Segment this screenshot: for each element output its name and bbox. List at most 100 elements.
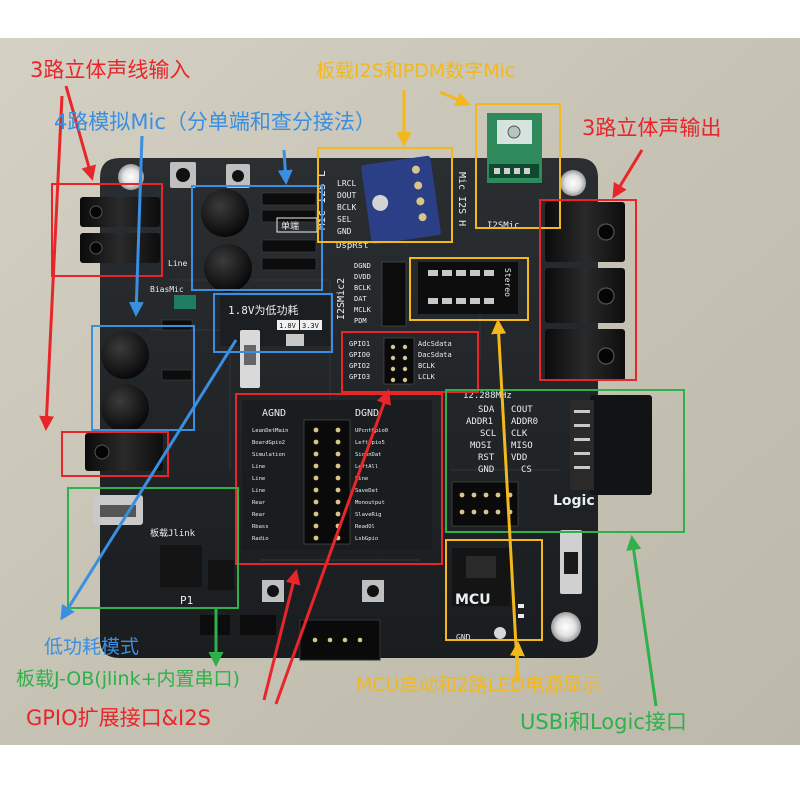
svg-text:DGND: DGND xyxy=(354,262,371,270)
arrow-line-in-2 xyxy=(39,95,64,431)
svg-text:UPcntGpio0: UPcntGpio0 xyxy=(355,428,388,434)
bias-jumper xyxy=(174,295,196,309)
svg-text:LeftAll: LeftAll xyxy=(355,464,378,470)
svg-text:SEL: SEL xyxy=(337,215,352,224)
low-power-label: 1.8V为低功耗 xyxy=(228,304,299,317)
logic-label: Logic xyxy=(553,493,595,509)
i2s-mic2-label: I2SMic2 xyxy=(336,278,347,320)
dsp-rst-label: DspRst xyxy=(336,241,369,251)
svg-text:GND: GND xyxy=(478,465,494,475)
arrow-analog-mic-2 xyxy=(277,149,293,185)
svg-text:PDM: PDM xyxy=(354,317,367,325)
analog-mic-1 xyxy=(201,189,249,237)
dgnd-label: DGND xyxy=(355,408,379,419)
caption-mcu: MCU启动和2路LED电源显示 xyxy=(356,674,601,696)
svg-text:SCL: SCL xyxy=(480,429,496,439)
svg-text:ReadOl: ReadOl xyxy=(355,524,375,530)
box-mcu xyxy=(445,539,543,641)
svg-text:Rear: Rear xyxy=(252,500,266,506)
svg-text:BoardGpio2: BoardGpio2 xyxy=(252,440,285,446)
svg-text:LeanDetMain: LeanDetMain xyxy=(252,428,288,434)
svg-text:SDA: SDA xyxy=(478,405,495,415)
svg-text:AdcSdata: AdcSdata xyxy=(418,340,452,348)
svg-text:SlaveRig: SlaveRig xyxy=(355,512,382,518)
mic-i2s-right-label: Mic I2S H xyxy=(456,172,467,226)
svg-text:DacSdata: DacSdata xyxy=(418,351,452,359)
voltage-1v8: 1.8V xyxy=(279,322,297,330)
usbi-pin-labels: SDA COUT ADDR1 ADDR0 SCL CLK MOSI MISO R… xyxy=(466,405,538,475)
caption-line-out: 3路立体声输出 xyxy=(582,116,722,140)
box-line-in-top xyxy=(51,183,163,277)
svg-text:Rbass: Rbass xyxy=(252,524,269,530)
svg-text:DVDD: DVDD xyxy=(354,273,371,281)
gnd-test-point xyxy=(494,627,506,639)
box-digital-mic-pdm xyxy=(475,103,561,229)
box-analog-mic-left xyxy=(91,325,195,431)
mic2-pin-labels: DGND DVDD BCLK DAT MCLK PDM xyxy=(354,262,372,325)
jlink-chip xyxy=(160,545,202,587)
arrow-gpio-2 xyxy=(274,389,392,705)
svg-text:BCLK: BCLK xyxy=(418,362,436,370)
arrow-mcu-2 xyxy=(509,641,525,683)
svg-text:Monoutput: Monoutput xyxy=(355,500,385,506)
line-out-jack-2 xyxy=(545,268,625,323)
box-line-out xyxy=(539,199,637,381)
mcu-leds xyxy=(518,604,524,618)
svg-text:LRCL: LRCL xyxy=(337,179,356,188)
svg-text:MISO: MISO xyxy=(511,441,533,451)
svg-text:Line: Line xyxy=(252,476,265,482)
svg-text:BCLK: BCLK xyxy=(337,203,356,212)
line-in-jack-3 xyxy=(85,433,163,471)
agnd-label: AGND xyxy=(262,408,286,419)
usbi-connector-pins xyxy=(574,410,590,469)
usbi-connector xyxy=(590,395,652,495)
left-header-pin-labels: LeanDetMain BoardGpio2 Simulation Line L… xyxy=(252,428,288,542)
svg-text:Simulation: Simulation xyxy=(252,452,285,458)
mounting-hole-top-right xyxy=(560,170,586,196)
svg-text:GPIO2: GPIO2 xyxy=(349,362,370,370)
svg-text:Radio: Radio xyxy=(252,536,269,542)
gpio-expansion-header xyxy=(303,419,351,545)
gpio-pin-labels: GPIO1 GPIO0 GPIO2 GPIO3 xyxy=(349,340,370,381)
arrow-line-out xyxy=(612,149,644,199)
voltage-3v3: 3.3V xyxy=(302,322,320,330)
line-out-jack-1 xyxy=(545,202,625,262)
stereo-chip-pins xyxy=(428,270,494,304)
svg-text:GND: GND xyxy=(337,227,352,236)
svg-text:VDD: VDD xyxy=(511,453,527,463)
caption-digital-mic: 板载I2S和PDM数字Mic xyxy=(316,60,516,82)
arrow-analog-mic-1 xyxy=(128,135,144,317)
box-analog-mic-top xyxy=(191,185,323,291)
box-gpio-expansion xyxy=(235,393,443,565)
analog-mic-2 xyxy=(204,244,252,292)
caption-jlink: 板载J-OB(jlink+内置串口) xyxy=(16,668,240,690)
box-stereo-chip xyxy=(409,257,529,321)
caption-line-in: 3路立体声线输入 xyxy=(30,58,191,82)
logic-header-pins xyxy=(459,492,513,515)
analog-mic-4 xyxy=(101,384,149,432)
svg-text:GPIO1: GPIO1 xyxy=(349,340,370,348)
svg-text:ADDR0: ADDR0 xyxy=(511,417,538,427)
line-in-jack-2 xyxy=(80,233,160,263)
svg-text:LCLK: LCLK xyxy=(418,373,436,381)
box-jlink xyxy=(67,487,239,609)
svg-text:GPIO0: GPIO0 xyxy=(349,351,370,359)
tactile-buttons-top xyxy=(170,162,250,188)
arrow-line-in-1 xyxy=(64,85,96,181)
svg-text:CLK: CLK xyxy=(511,429,528,439)
arrow-low-power xyxy=(60,339,238,621)
stereo-label: Stereo xyxy=(503,268,512,297)
usbi-freq-label: 12.288MHz xyxy=(463,391,512,401)
mounting-hole-bottom-right xyxy=(551,612,581,642)
svg-text:GPIO3: GPIO3 xyxy=(349,373,370,381)
svg-text:ADDR1: ADDR1 xyxy=(466,417,493,427)
box-line-in-bottom xyxy=(61,431,169,477)
svg-text:SiconDat: SiconDat xyxy=(355,452,382,458)
arrow-usb xyxy=(626,535,658,707)
bias-label: BiasMic xyxy=(150,285,184,294)
svg-text:Line: Line xyxy=(252,464,265,470)
single-ended-label: 单端 xyxy=(281,220,299,232)
i2s-mic-module xyxy=(361,155,441,245)
gpio-expansion-header-pins xyxy=(313,427,341,541)
